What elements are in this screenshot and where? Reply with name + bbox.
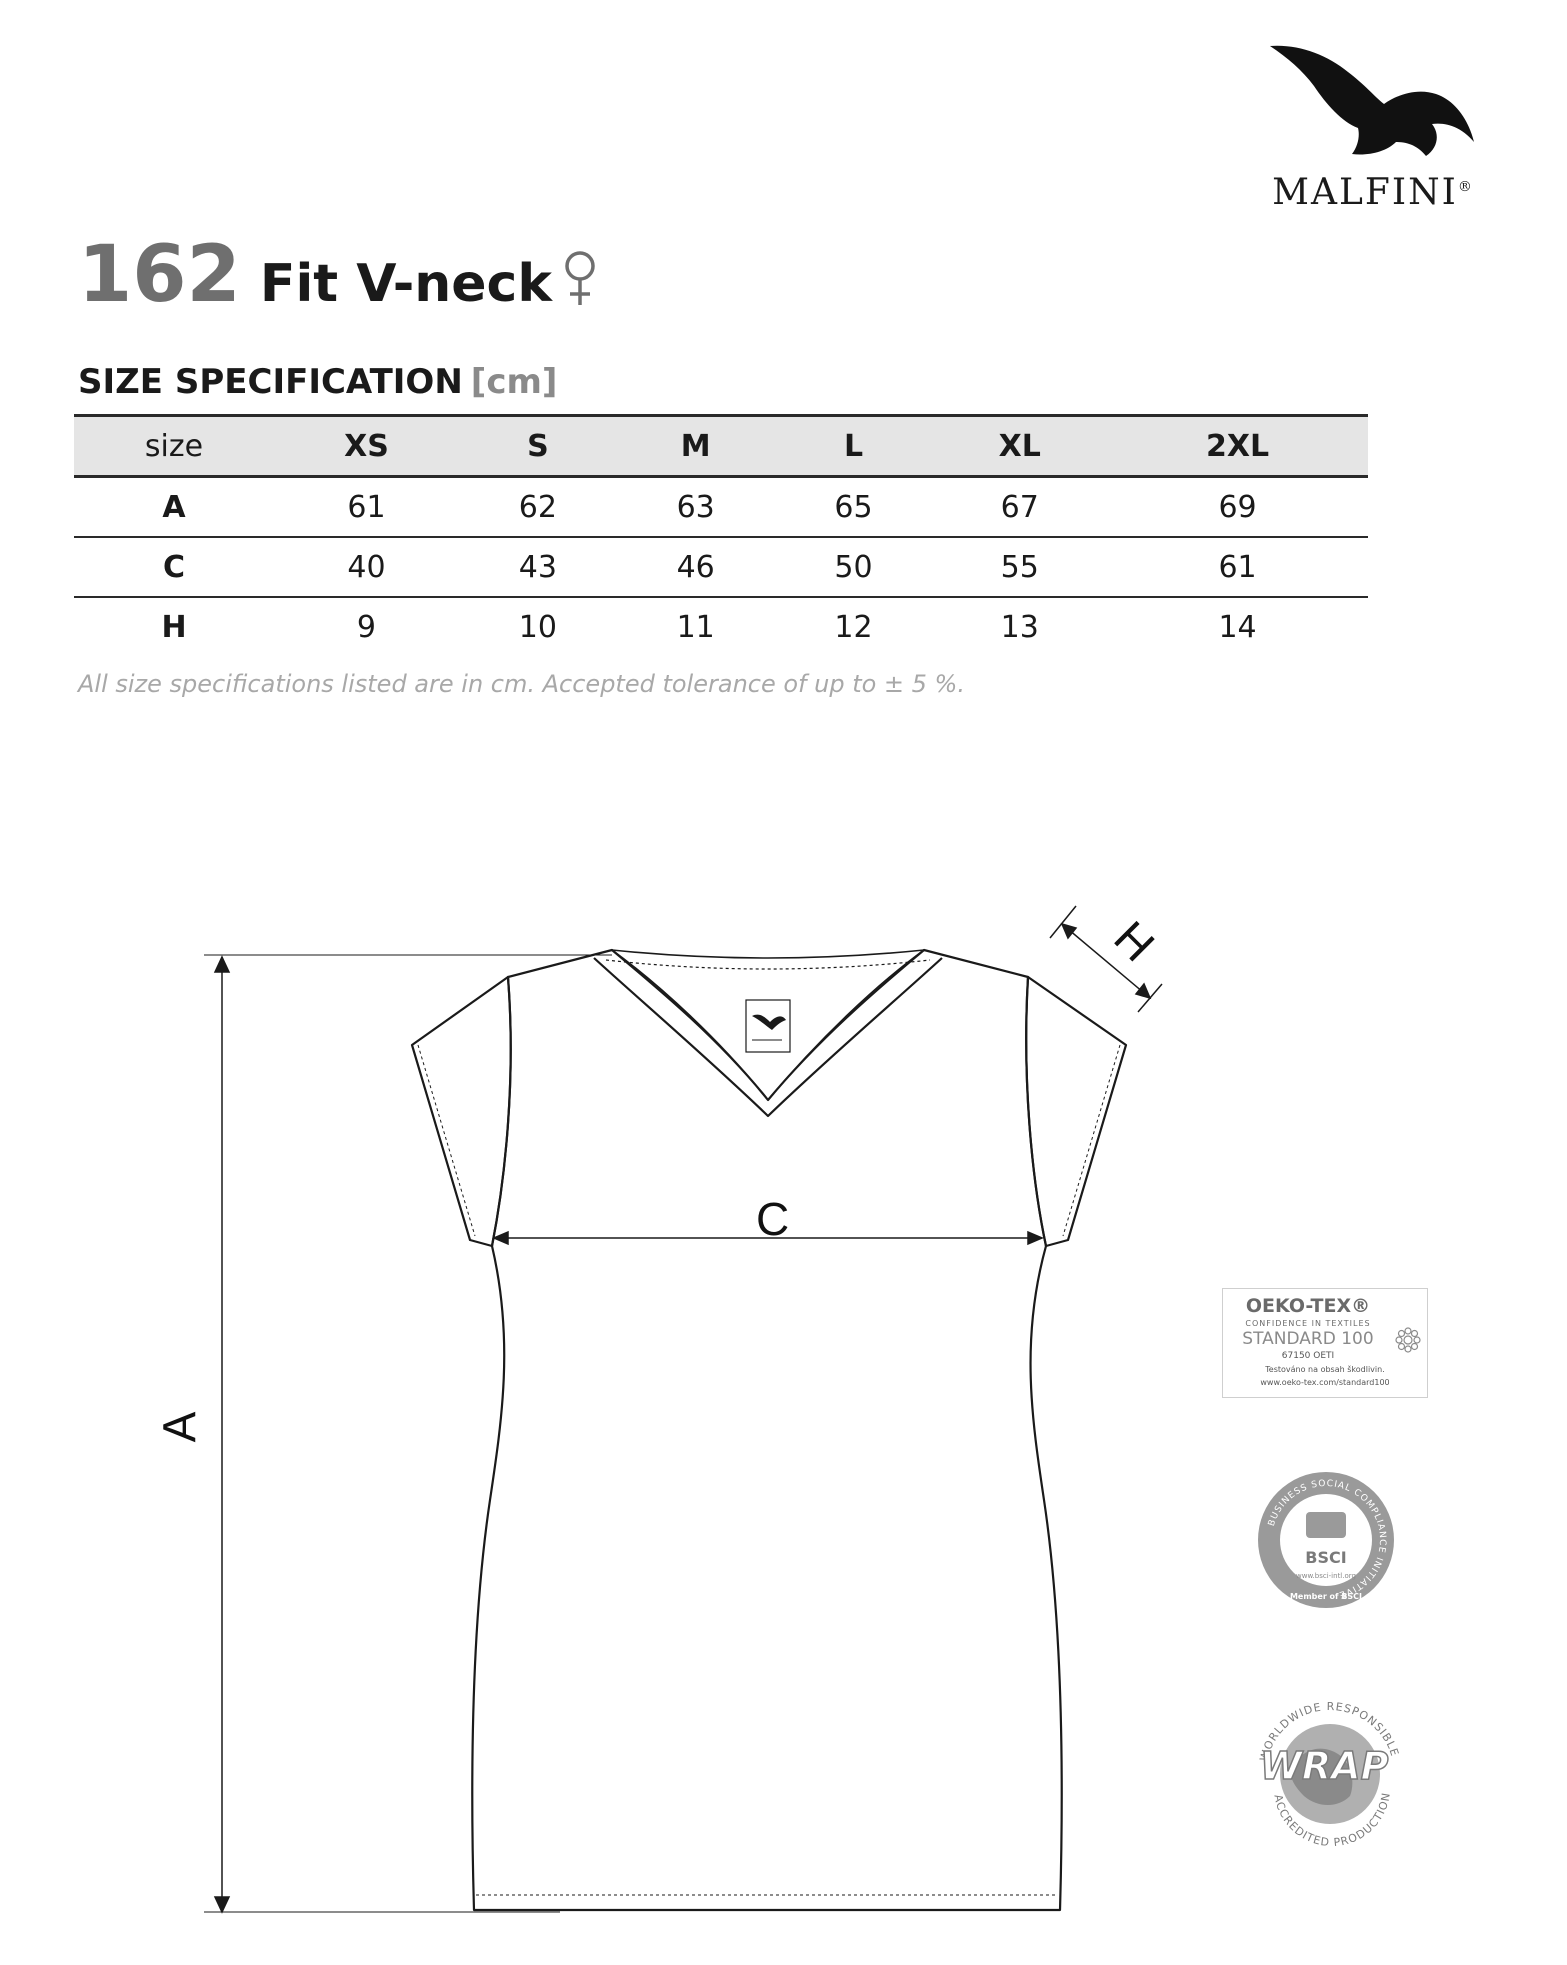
table-cell: 61 — [274, 476, 459, 538]
table-cell: 55 — [932, 537, 1108, 598]
female-symbol-icon — [563, 249, 597, 311]
dimension-a — [204, 954, 612, 1914]
product-name: Fit V-neck — [259, 254, 552, 314]
size-header-cell: XS — [274, 414, 459, 478]
dimension-h — [1049, 905, 1163, 1013]
oeko-tex-badge: OEKO-TEX® CONFIDENCE IN TEXTILES STANDAR… — [1222, 1288, 1428, 1398]
size-header-cell: 2XL — [1107, 414, 1368, 478]
spec-unit: [cm] — [470, 362, 558, 402]
row-label: A — [74, 476, 274, 538]
tolerance-note: All size specifications listed are in cm… — [78, 670, 965, 698]
table-cell: 50 — [774, 537, 933, 598]
neckline-outer — [593, 957, 943, 1118]
size-header-cell: M — [616, 414, 775, 478]
table-cell: 12 — [834, 609, 873, 645]
table-cell: 69 — [1107, 476, 1368, 538]
wrap-badge: WORLDWIDE RESPONSIBLE ACCREDITED PRODUCT… — [1252, 1696, 1412, 1846]
table-header-row: size XS S M L XL 2XL — [74, 414, 1368, 478]
table-cell: 67 — [932, 476, 1108, 538]
table-cell: 13 — [1000, 609, 1039, 645]
table-row: A 61 62 63 65 67 69 — [74, 476, 1368, 538]
row-label: C — [74, 537, 274, 598]
size-header-label: size — [74, 414, 274, 478]
product-title: 162 Fit V-neck — [78, 230, 597, 320]
eagle-icon — [1270, 45, 1474, 156]
collar-tag — [745, 999, 791, 1053]
table-cell: 9 — [356, 609, 377, 645]
right-sleeve — [1025, 975, 1128, 1248]
table-cell: 10 — [518, 609, 557, 645]
table-cell: 43 — [458, 537, 617, 598]
size-header-cell: L — [774, 414, 933, 478]
table-cell: 61 — [1107, 537, 1368, 598]
table-row: C 40 43 46 50 55 61 — [74, 537, 1368, 598]
shirt-body — [471, 948, 1063, 1912]
table-cell: 14 — [1218, 609, 1257, 645]
brand-logo: MALFINI® — [1248, 38, 1498, 218]
brand-name: MALFINI® — [1272, 172, 1474, 213]
product-number: 162 — [78, 230, 241, 320]
size-spec-heading: SIZE SPECIFICATION[cm] — [78, 362, 558, 402]
left-sleeve — [410, 975, 512, 1248]
size-header-cell: S — [458, 414, 617, 478]
table-cell: 40 — [274, 537, 459, 598]
oeko-flower-icon — [1395, 1327, 1421, 1353]
dimension-a-label: A — [153, 1411, 206, 1443]
table-cell: 62 — [458, 476, 617, 538]
table-cell: 65 — [774, 476, 933, 538]
bsci-seal-icon: BUSINESS SOCIAL COMPLIANCE INITIATIVE — [1258, 1472, 1394, 1608]
dimension-c-label: C — [756, 1193, 790, 1245]
table-cell: 46 — [616, 537, 775, 598]
wrap-globe-icon: WORLDWIDE RESPONSIBLE ACCREDITED PRODUCT… — [1257, 1700, 1400, 1846]
bsci-badge: BUSINESS SOCIAL COMPLIANCE INITIATIVE BS… — [1256, 1470, 1396, 1610]
row-label: H — [161, 609, 187, 645]
size-table: size XS S M L XL 2XL A 61 62 63 65 67 69… — [74, 414, 1368, 656]
size-header-cell: XL — [932, 414, 1108, 478]
table-cell: 11 — [676, 609, 715, 645]
dimension-c — [492, 1230, 1044, 1246]
table-cell: 63 — [616, 476, 775, 538]
garment-diagram — [204, 905, 1163, 1914]
table-row: H 9 10 11 12 13 14 — [74, 597, 1368, 656]
